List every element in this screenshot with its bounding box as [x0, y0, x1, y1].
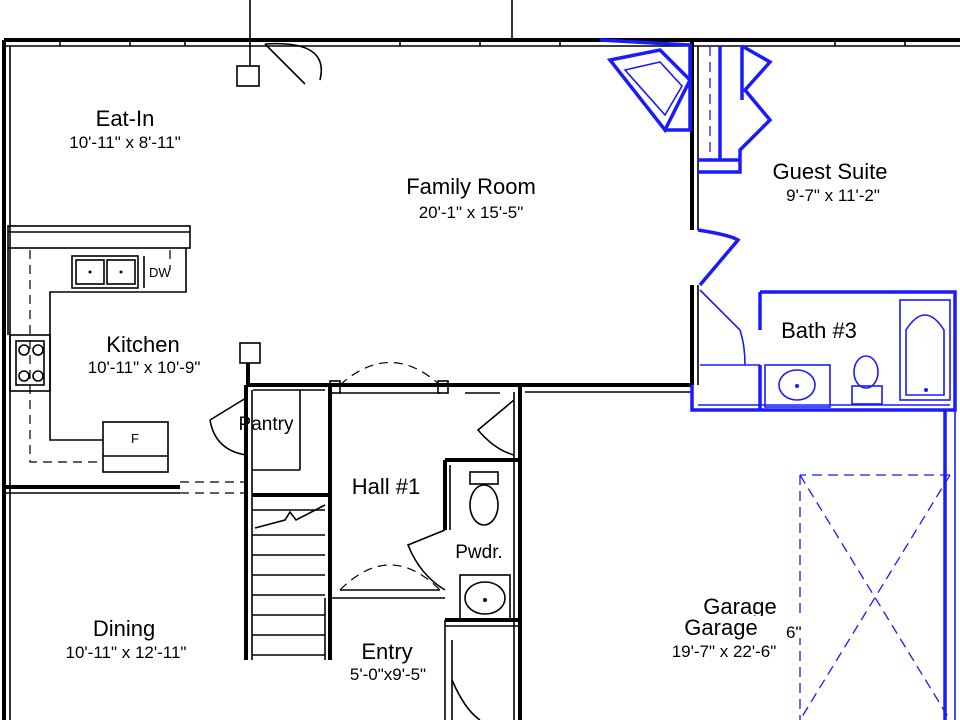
entry-name: Entry [361, 639, 412, 664]
sink-icon [459, 574, 511, 621]
room-labels: Eat-In 10'-11" x 8'-11" Family Room 20'-… [66, 106, 888, 684]
fireplace-icon [599, 38, 693, 134]
powder-name: Pwdr. [455, 542, 503, 563]
guest-suite-name: Guest Suite [773, 159, 888, 184]
fridge-icon [102, 421, 169, 473]
garage-dim: 19'-7" x 22'-6" [672, 642, 777, 661]
kitchen-name: Kitchen [106, 332, 179, 357]
bathtub-icon [899, 299, 951, 401]
bath3-name: Bath #3 [781, 318, 857, 343]
sink-icon [71, 255, 139, 289]
interior-walls [2, 361, 692, 720]
pantry-name: Pantry [239, 414, 294, 435]
dining-dim: 10'-11" x 12'-11" [66, 643, 187, 662]
sink-icon [778, 369, 816, 401]
column-post [236, 65, 260, 87]
dishwasher-label: DW [149, 265, 171, 280]
exterior-door [264, 42, 323, 85]
toilet-icon [469, 471, 499, 526]
garage-overlap-dim: 6" [786, 623, 802, 642]
kitchen-area: DW F [4, 40, 323, 494]
guest-suite-walls [690, 40, 957, 720]
garage-overlap-name: Garage [703, 594, 776, 619]
pantry-door [209, 397, 247, 456]
stove-icon [9, 334, 51, 392]
garage-name: Garage [684, 615, 757, 640]
guest-suite-dim: 9'-7" x 11'-2" [786, 186, 880, 205]
fridge-label: F [131, 431, 139, 446]
entry-dim: 5'-0"x9'-5" [350, 665, 426, 684]
family-room-dim: 20'-1" x 15'-5" [419, 203, 524, 222]
hall1-name: Hall #1 [352, 474, 420, 499]
staircase [252, 504, 326, 660]
kitchen-dim: 10'-11" x 10'-9" [88, 358, 201, 377]
eat-in-name: Eat-In [96, 106, 155, 131]
family-room-name: Family Room [406, 174, 536, 199]
dining-name: Dining [93, 616, 155, 641]
toilet-icon [851, 355, 883, 405]
eat-in-dim: 10'-11" x 8'-11" [69, 133, 181, 152]
